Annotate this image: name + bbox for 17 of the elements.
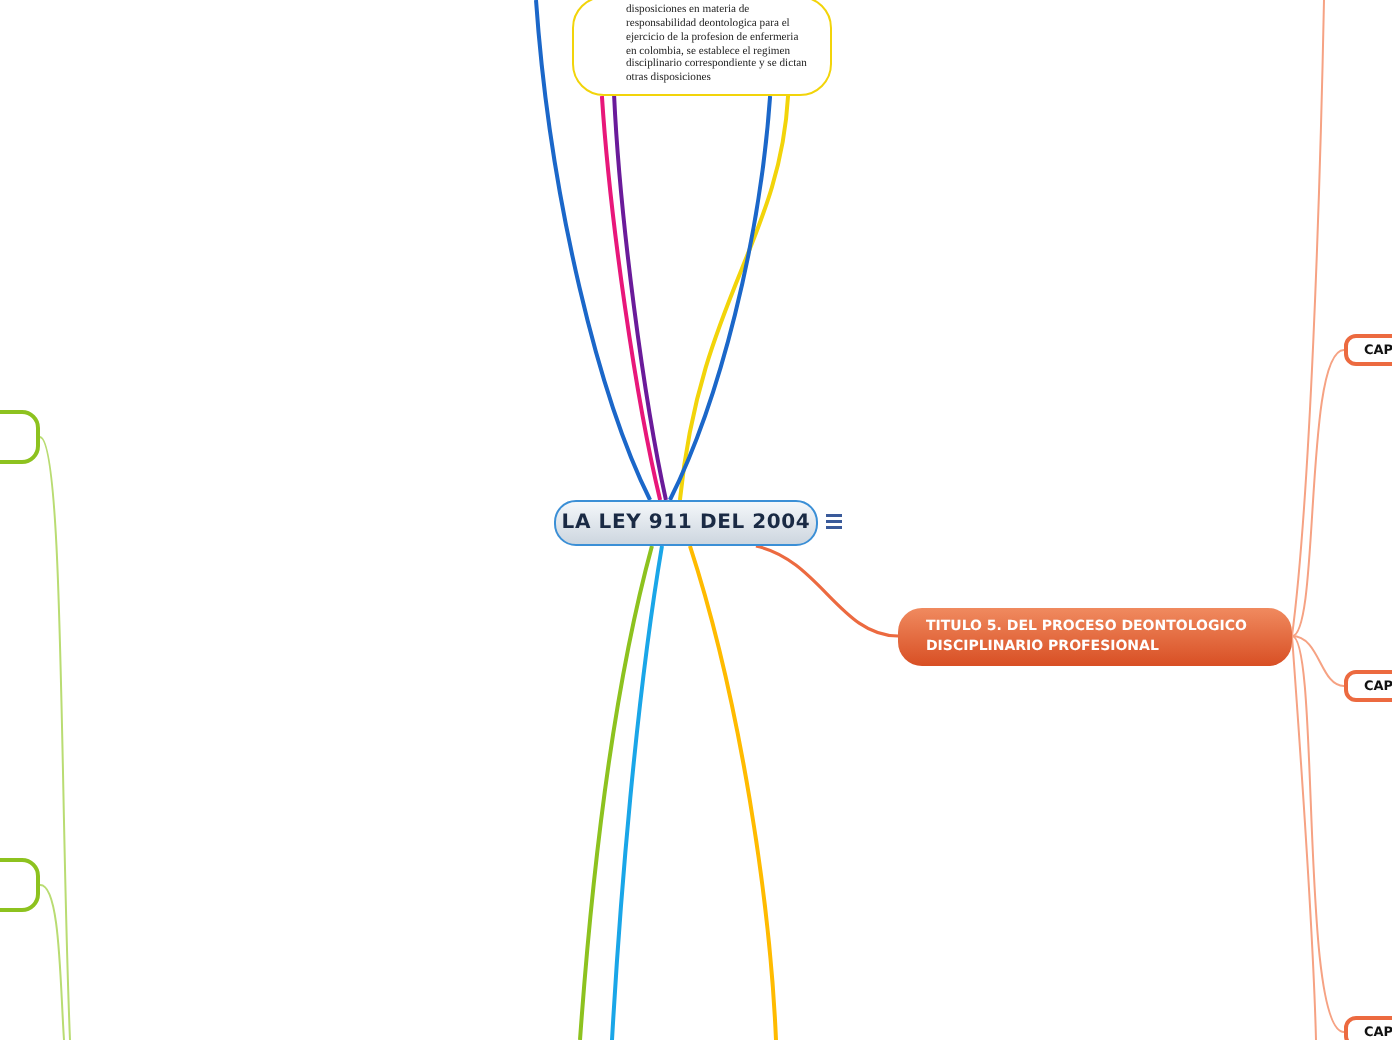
connector-line [688, 545, 778, 1040]
connector-line [677, 95, 791, 501]
connector-line [39, 436, 71, 1040]
connector-line [610, 545, 664, 1040]
connector-line [755, 544, 899, 638]
connector-line [612, 95, 668, 501]
connector-line [1291, 635, 1345, 1033]
connector-line [1291, 349, 1345, 637]
connector-line [1291, 635, 1317, 1040]
connector-line [578, 545, 654, 1040]
connector-line [39, 884, 65, 1040]
connector-line [534, 0, 652, 501]
connector-line [1291, 0, 1325, 637]
connector-line [1291, 635, 1345, 687]
connector-line [668, 95, 773, 501]
central-topic: LA LEY 911 DEL 2004 [554, 500, 818, 546]
connector-line [599, 95, 663, 501]
